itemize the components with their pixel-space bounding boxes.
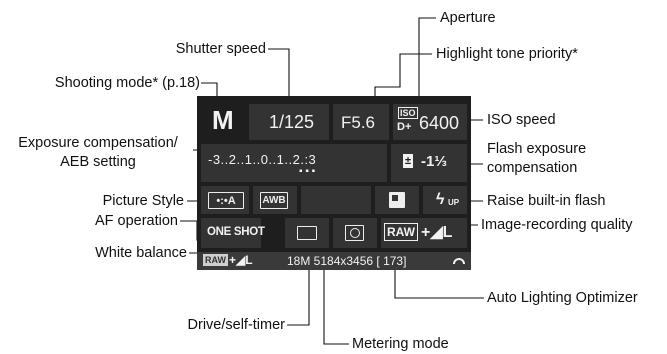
aperture-value: F5.6 xyxy=(341,113,376,132)
af-operation-cell[interactable]: ONE SHOT xyxy=(201,218,265,248)
label-shooting-mode: Shooting mode* (p.18) xyxy=(54,75,200,91)
white-balance-icon: AWB xyxy=(260,192,288,209)
metering-cell[interactable] xyxy=(333,218,377,248)
label-metering-mode: Metering mode xyxy=(352,336,449,352)
label-image-quality: Image-recording quality xyxy=(481,217,633,233)
label-white-balance: White balance xyxy=(95,245,187,261)
highlight-tone-d-plus: D+ xyxy=(397,121,412,133)
status-quality: +◢L xyxy=(229,253,253,267)
label-drive-self-timer: Drive/self-timer xyxy=(187,317,285,333)
status-info: 18M 5184x3456 [ 173] xyxy=(287,254,407,268)
label-picture-style: Picture Style xyxy=(102,193,184,209)
flash-comp-icon: ± xyxy=(403,154,414,168)
aperture-cell[interactable]: F5.6 xyxy=(333,104,389,140)
status-raw-badge: RAW xyxy=(203,254,228,266)
white-balance-value: AWB xyxy=(262,195,286,206)
metering-evaluative-icon xyxy=(345,225,364,241)
image-quality-cell[interactable]: RAW +◢L xyxy=(381,218,467,248)
af-operation-value: ONE SHOT xyxy=(207,226,265,238)
picture-style-value: •:•A xyxy=(216,194,236,207)
picture-style-icon: •:•A xyxy=(208,192,244,209)
quality-raw-badge: RAW xyxy=(384,223,418,241)
label-flash-comp-2: compensation xyxy=(487,160,578,176)
raise-flash-icon: ϟ xyxy=(436,191,445,208)
status-bar: RAW +◢L 18M 5184x3456 [ 173] xyxy=(197,252,471,270)
iso-value: 6400 xyxy=(419,113,460,133)
exposure-scale: -3..2..1..0..1..2.:3 xyxy=(208,152,317,167)
metering-leader xyxy=(323,252,349,345)
shutter-speed-value: 1/125 xyxy=(269,112,315,132)
camera-lcd-panel: M 1/125 F5.6 ISO D+ 6400 -3..2..1..0..1.… xyxy=(197,96,471,270)
label-aperture: Aperture xyxy=(440,10,496,26)
drive-leader xyxy=(287,252,310,326)
wheel-icon xyxy=(453,258,465,265)
label-raise-flash: Raise built-in flash xyxy=(487,193,606,209)
label-af-operation: AF operation xyxy=(94,213,178,229)
label-exposure-comp-1: Exposure compensation/ xyxy=(18,135,178,151)
drive-cell[interactable] xyxy=(285,218,329,248)
label-iso-speed: ISO speed xyxy=(487,112,556,128)
label-flash-comp-1: Flash exposure xyxy=(487,141,587,157)
label-auto-lighting-optimizer: Auto Lighting Optimizer xyxy=(487,290,638,306)
flash-comp-cell[interactable]: ± -1⅓ xyxy=(391,144,467,182)
alo-cell[interactable] xyxy=(375,186,419,214)
flash-comp-value: -1⅓ xyxy=(421,153,447,170)
raise-flash-up: UP xyxy=(448,198,460,207)
shooting-mode-cell[interactable]: M xyxy=(201,100,245,140)
quality-jpeg-value: +◢L xyxy=(421,224,453,241)
shooting-mode-value: M xyxy=(212,105,234,135)
auto-lighting-optimizer-icon xyxy=(389,192,405,208)
white-balance-cell[interactable]: AWB xyxy=(253,186,297,214)
empty-cell xyxy=(301,186,371,214)
label-exposure-comp-2: AEB setting xyxy=(60,154,136,170)
label-shutter-speed: Shutter speed xyxy=(175,41,266,57)
highlight-tone-iso-tag: ISO xyxy=(398,107,418,119)
iso-cell[interactable]: ISO D+ 6400 xyxy=(393,104,467,140)
exposure-comp-cell[interactable]: -3..2..1..0..1..2.:3 ▪ ▪ ▪ xyxy=(201,144,387,182)
exposure-indicator: ▪ ▪ ▪ xyxy=(299,166,316,177)
shutter-speed-cell[interactable]: 1/125 xyxy=(249,104,329,140)
label-highlight-tone-priority: Highlight tone priority* xyxy=(436,46,578,62)
picture-style-cell[interactable]: •:•A xyxy=(201,186,249,214)
raise-flash-cell[interactable]: ϟ UP xyxy=(423,186,467,214)
shooting-mode-leader xyxy=(201,82,218,100)
drive-single-icon xyxy=(297,226,317,240)
aperture-leader xyxy=(418,17,436,125)
